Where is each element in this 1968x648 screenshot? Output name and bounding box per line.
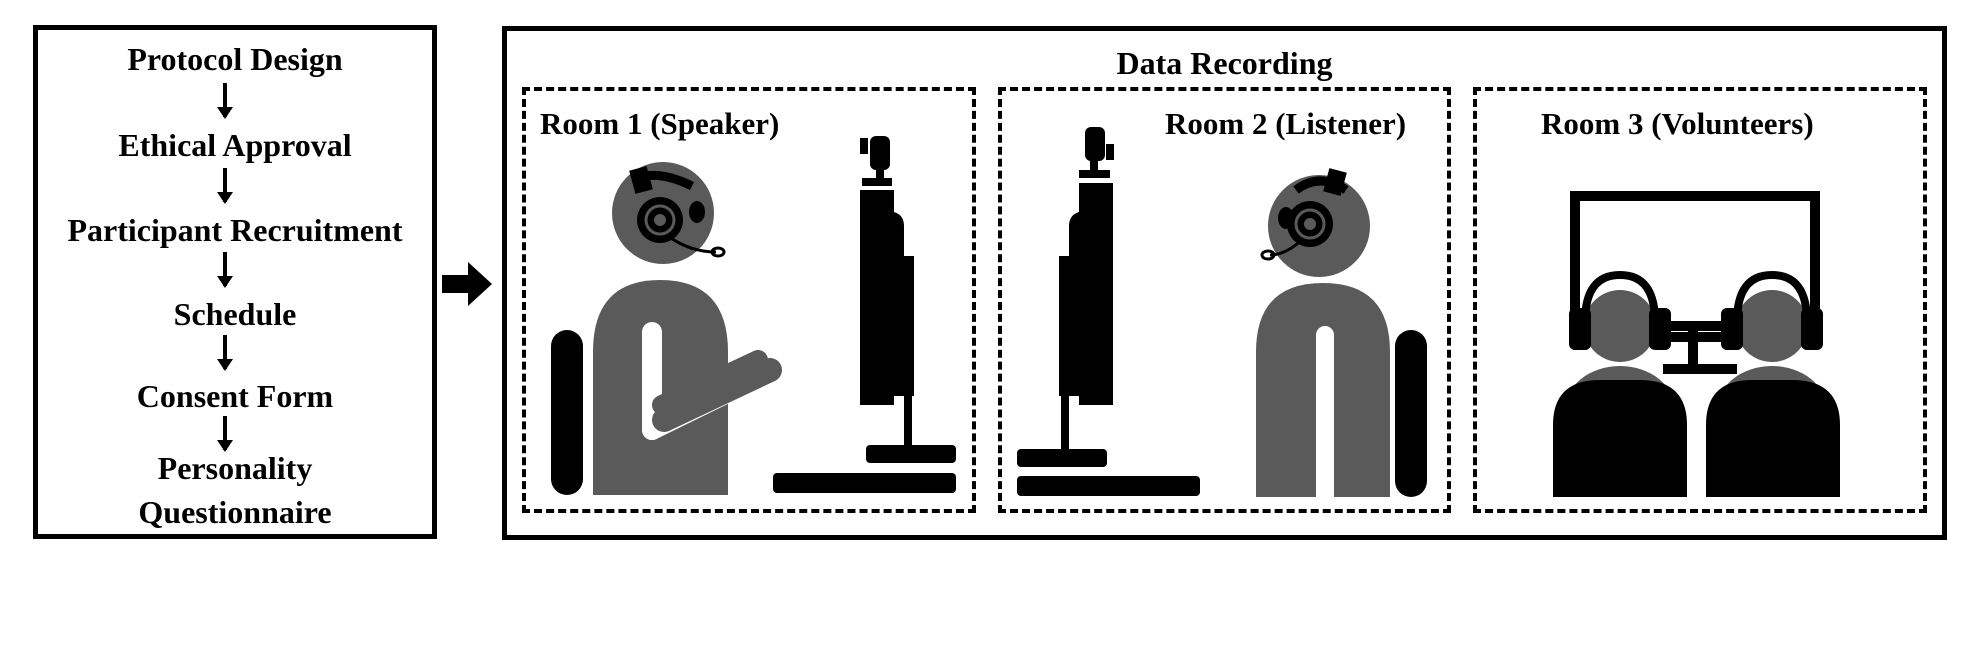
headset-icon (629, 166, 726, 258)
monitor-icon (1017, 127, 1200, 496)
volunteers-icon (1553, 191, 1840, 497)
room-3-box (1473, 87, 1927, 513)
down-arrow-icon (217, 83, 233, 119)
monitor-icon (773, 136, 956, 493)
speaker-person-icon (551, 162, 782, 495)
room-1-label: Room 1 (Speaker) (540, 106, 780, 141)
headset-icon (1260, 168, 1349, 261)
step-consent-form: Consent Form (136, 378, 334, 414)
right-arrow-icon (442, 262, 492, 306)
step-protocol-design: Protocol Design (127, 41, 343, 77)
room-1-box (522, 87, 976, 513)
room-2-label: Room 2 (Listener) (1165, 106, 1407, 141)
keyboard-icon (1017, 449, 1107, 467)
chair-icon (1395, 330, 1427, 497)
chair-icon (551, 330, 583, 495)
down-arrow-icon (217, 416, 233, 452)
room-3-label: Room 3 (Volunteers) (1541, 106, 1814, 141)
data-recording-title: Data Recording (1116, 45, 1333, 81)
down-arrow-icon (217, 335, 233, 371)
keyboard-icon (773, 473, 956, 493)
down-arrow-icon (217, 252, 233, 288)
keyboard-icon (1017, 476, 1200, 496)
microphone-icon (870, 136, 890, 170)
microphone-icon (1085, 127, 1105, 161)
protocol-steps-panel (33, 25, 437, 539)
down-arrow-icon (217, 168, 233, 204)
step-ethical-approval: Ethical Approval (118, 127, 352, 163)
room-2-box (998, 87, 1451, 513)
step-participant-recruitment: Participant Recruitment (67, 212, 403, 248)
listener-person-icon (1256, 168, 1427, 506)
keyboard-icon (866, 445, 956, 463)
step-personality-questionnaire: Personality Questionnaire (138, 450, 332, 530)
step-schedule: Schedule (173, 296, 297, 332)
